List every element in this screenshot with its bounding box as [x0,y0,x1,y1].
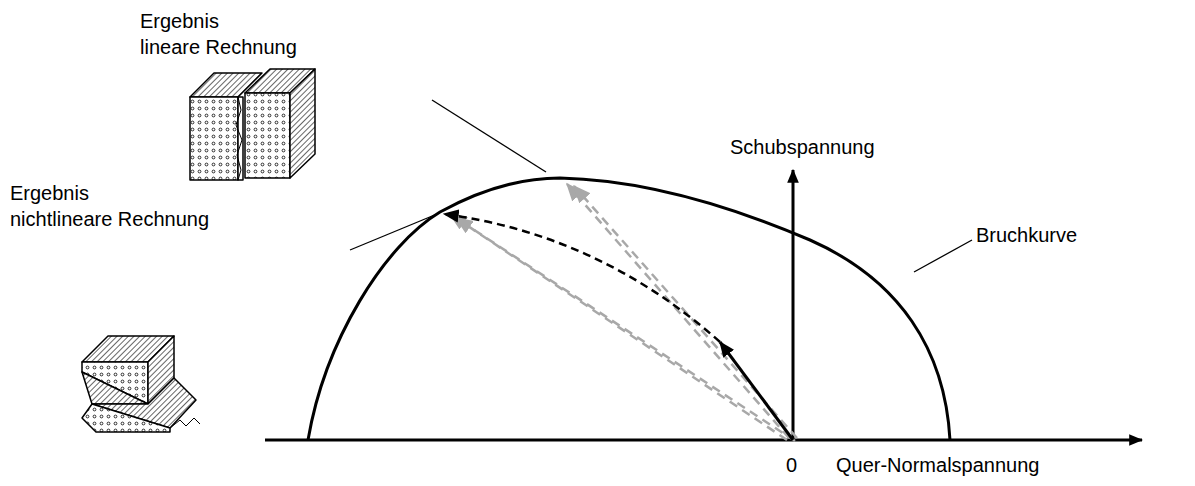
fracture-icon-nonlinear [82,336,200,432]
callout-label: Ergebnis nichtlineare Rechnung [10,180,209,232]
callout-label: Ergebnis lineare Rechnung [140,8,297,60]
fracture-icon-linear [190,69,315,180]
axis-label: Quer-Normalspannung [836,452,1039,478]
leader-line [914,240,972,272]
load-path [567,184,789,438]
linear-load-paths [450,184,797,441]
load-path [456,218,795,441]
curve-label: Bruchkurve [976,222,1077,248]
leader-line [350,214,437,250]
axis-origin: 0 [786,452,797,478]
failure-curve [308,178,950,440]
load-path-nonlinear [444,214,720,342]
axis-label: Schubspannung [730,134,875,160]
leader-line [432,100,546,172]
load-path-solid [720,342,793,440]
x-axis [265,439,1142,442]
y-axis [792,170,795,441]
